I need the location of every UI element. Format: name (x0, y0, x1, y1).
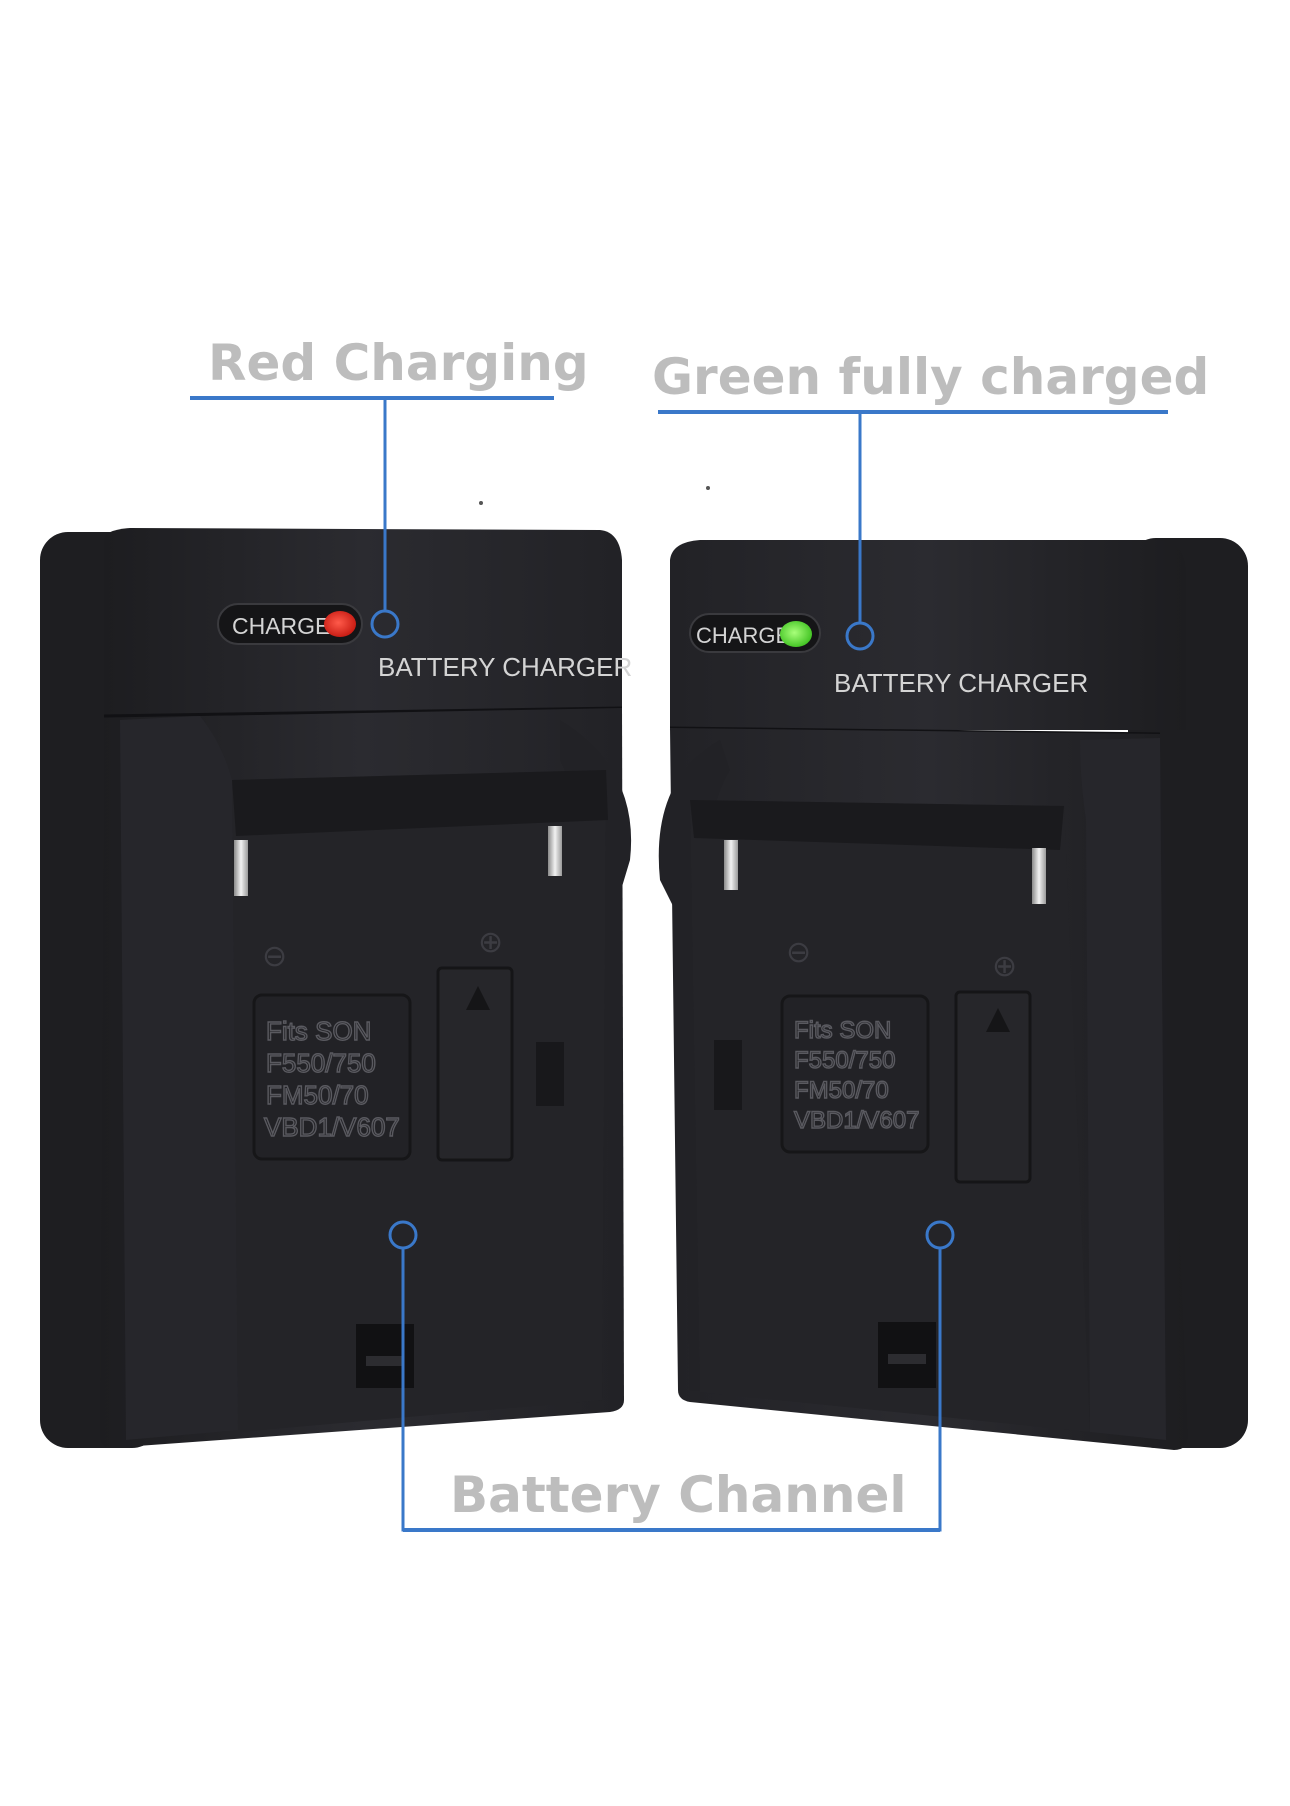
charger-left: ⊖ ⊕ Fits SON F550/750 FM50/70 VBD1/V607 … (40, 528, 632, 1448)
callout-battery-channel: Battery Channel (388, 1220, 955, 1532)
fit-label-line: Fits SON (266, 1016, 371, 1046)
callout-marker (845, 621, 875, 651)
charger-left-battery-channel (232, 770, 606, 1432)
fit-label-line: FM50/70 (794, 1077, 889, 1104)
charger-left-led-red (324, 611, 356, 637)
led-label: CHARGE (232, 613, 330, 639)
charger-left-top-housing (104, 528, 622, 718)
fit-label-line: FM50/70 (266, 1080, 369, 1110)
charger-right: ⊖ ⊕ Fits SON F550/750 FM50/70 VBD1/V607 … (658, 538, 1248, 1450)
charger-left-led-window (217, 603, 363, 645)
negative-terminal-icon: ⊖ (786, 935, 811, 970)
arrow-up-icon (466, 986, 490, 1010)
callout-title-red-charging: Red Charging (208, 334, 589, 392)
callout-title-battery-channel: Battery Channel (450, 1466, 907, 1524)
charger-right-led-green (780, 621, 812, 647)
callout-red-charging: Red Charging (190, 334, 589, 639)
charger-right-contact-negative (724, 840, 738, 890)
fit-label-line: VBD1/V607 (264, 1112, 400, 1142)
brand-text: BATTERY CHARGER (834, 668, 1088, 698)
charger-right-fit-label-plate (780, 994, 930, 1154)
fit-label-line: F550/750 (266, 1048, 376, 1078)
charger-left-release-slider (436, 966, 514, 1162)
callout-title-green-fully-charged: Green fully charged (652, 348, 1209, 406)
callout-marker (370, 609, 400, 639)
positive-terminal-icon: ⊕ (478, 925, 503, 960)
arrow-up-icon (986, 1008, 1010, 1032)
speck (706, 486, 710, 490)
charger-left-fit-label-plate (252, 993, 412, 1161)
charger-right-contact-positive (1032, 848, 1046, 904)
charger-left-contact-negative (234, 840, 248, 896)
led-label: CHARGE (696, 623, 790, 648)
callout-green-fully-charged: Green fully charged (652, 348, 1209, 651)
charger-right-top-housing (670, 540, 1186, 730)
fit-label-line: Fits SON (794, 1017, 891, 1044)
fit-label-line: F550/750 (794, 1047, 895, 1074)
brand-text: BATTERY CHARGER (378, 652, 632, 682)
positive-terminal-icon: ⊕ (992, 949, 1017, 984)
charger-right-release-slider (954, 990, 1032, 1184)
speck (479, 501, 483, 505)
negative-terminal-icon: ⊖ (262, 939, 287, 974)
fit-label-line: VBD1/V607 (794, 1107, 919, 1134)
charger-left-contact-positive (548, 826, 562, 876)
